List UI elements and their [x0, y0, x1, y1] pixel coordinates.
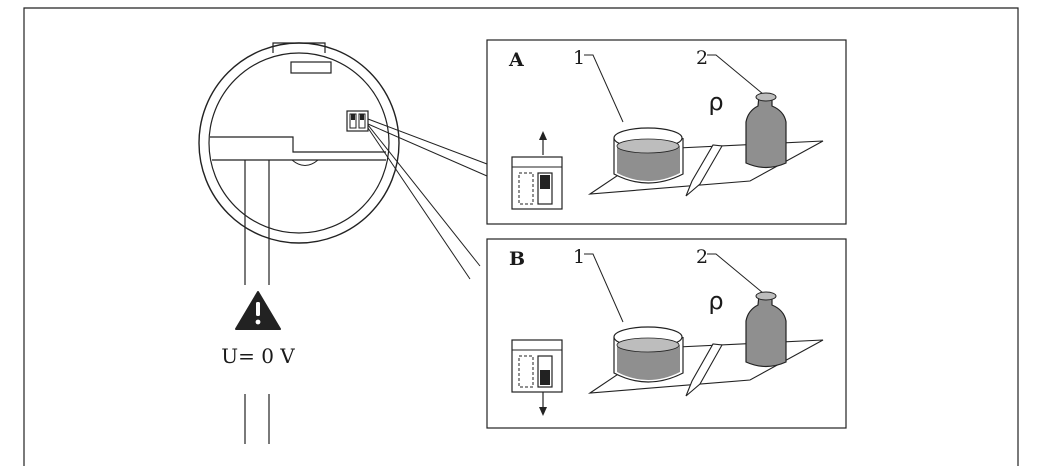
- callout-lines: [367, 118, 488, 280]
- warning-triangle-icon: [235, 291, 281, 330]
- panel-a-callout-1: 1: [573, 47, 585, 69]
- housing-slot: [290, 61, 332, 74]
- panel-b-leader-1: [584, 253, 624, 323]
- panel-a: A 1 2: [486, 39, 847, 225]
- figure-frame: [23, 7, 1019, 466]
- housing-inner-ring: [208, 52, 390, 234]
- cable-lines: [244, 160, 270, 444]
- panel-a-label: A: [508, 49, 524, 71]
- panel-b: B 1 2: [486, 238, 847, 429]
- housing-top-notch: [272, 42, 326, 53]
- panel-a-fulcrum: [685, 144, 723, 197]
- housing-dip-switch: [346, 110, 369, 132]
- panel-b-density-symbol: ρ: [708, 287, 723, 315]
- electronics-ledge: [210, 136, 386, 153]
- ledge-curve: [291, 159, 319, 166]
- panel-b-callout-2: 2: [696, 246, 708, 268]
- panel-b-callout-1: 1: [573, 246, 585, 268]
- panel-a-density-symbol: ρ: [708, 88, 723, 116]
- panel-a-callout-2: 2: [696, 47, 708, 69]
- device-housing: [198, 42, 400, 244]
- voltage-label: U= 0 V: [221, 344, 295, 368]
- panel-b-leader-2: [707, 253, 764, 294]
- panel-b-balance: ρ: [587, 287, 824, 397]
- panel-a-dip-switch: [511, 131, 563, 210]
- panel-a-balance: ρ: [587, 88, 824, 197]
- panel-b-weight: [745, 291, 787, 368]
- panel-b-beaker: [613, 326, 684, 383]
- panel-b-dip-switch: [511, 339, 563, 416]
- panel-a-beaker: [613, 127, 684, 184]
- panel-a-leader-1: [584, 54, 624, 123]
- panel-a-leader-2: [707, 54, 764, 95]
- panel-b-label: B: [509, 248, 525, 270]
- panel-a-weight: [745, 92, 787, 169]
- panel-b-fulcrum: [685, 343, 723, 397]
